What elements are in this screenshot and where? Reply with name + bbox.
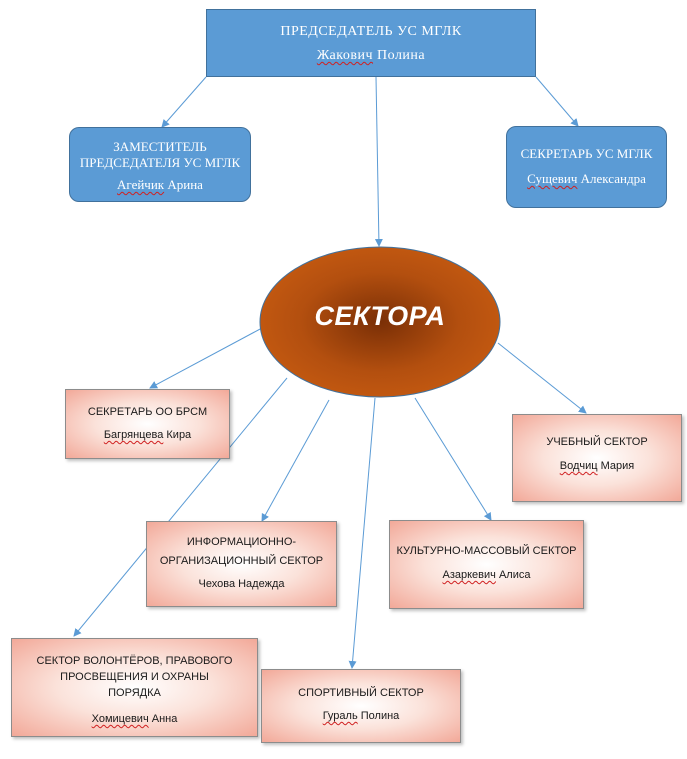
chairman-name: Жакович Полина	[207, 48, 535, 64]
sector-study-surname: Водчиц	[559, 460, 598, 472]
center-label-wrap: СЕКТОРА	[290, 296, 470, 336]
sector-brsm-name: Багрянцева Кира	[66, 429, 229, 441]
deputy-title-line1: ЗАМЕСТИТЕЛЬ	[113, 139, 207, 154]
sector-brsm-surname: Багрянцева	[103, 429, 164, 441]
sector-sport-firstname: Полина	[360, 710, 400, 722]
sector-culture-title: КУЛЬТУРНО-МАССОВЫЙ СЕКТОР	[396, 545, 577, 557]
arrow-center-volunteer	[73, 377, 288, 637]
chairman-firstname: Полина	[377, 48, 426, 63]
sector-culture-surname: Азаркевич	[442, 569, 496, 581]
sector-info-title-line2: ОРГАНИЗАЦИОННЫЙ СЕКТОР	[159, 555, 324, 567]
sector-culture-box: КУЛЬТУРНО-МАССОВЫЙ СЕКТОР Азаркевич Алис…	[389, 520, 584, 609]
arrow-chairman-center	[374, 76, 383, 247]
arrow-center-sport	[348, 397, 376, 669]
sector-volunteer-surname: Хомицевич	[91, 713, 149, 725]
sector-volunteer-title-line3: ПОРЯДКА	[108, 687, 161, 699]
sector-sport-name: Гураль Полина	[262, 710, 460, 722]
secretary-firstname: Александра	[580, 171, 646, 186]
arrow-center-brsm	[149, 327, 263, 389]
sector-study-firstname: Мария	[600, 460, 635, 472]
sector-volunteer-name: Хомицевич Анна	[12, 711, 257, 727]
center-label: СЕКТОРА	[314, 301, 446, 331]
deputy-surname: Агейчик	[117, 177, 165, 192]
chairman-box: ПРЕДСЕДАТЕЛЬ УС МГЛК Жакович Полина	[206, 9, 536, 77]
secretary-title: СЕКРЕТАРЬ УС МГЛК	[520, 146, 653, 161]
sector-info-box: ИНФОРМАЦИОННО- ОРГАНИЗАЦИОННЫЙ СЕКТОР Че…	[146, 521, 337, 607]
sector-info-name: Чехова Надежда	[198, 578, 285, 590]
sector-study-box: УЧЕБНЫЙ СЕКТОР Водчиц Мария	[512, 414, 682, 502]
arrow-center-study	[497, 342, 587, 414]
sector-volunteer-title-line1: СЕКТОР ВОЛОНТЁРОВ, ПРАВОВОГО	[36, 655, 233, 667]
sector-volunteer-firstname: Анна	[151, 713, 178, 725]
center-ellipse	[259, 246, 501, 398]
sector-brsm-box: СЕКРЕТАРЬ ОО БРСМ Багрянцева Кира	[65, 389, 230, 459]
sector-study-title: УЧЕБНЫЙ СЕКТОР	[546, 436, 648, 448]
secretary-surname: Сущевич	[527, 171, 578, 186]
sector-culture-firstname: Алиса	[498, 569, 531, 581]
deputy-firstname: Арина	[167, 177, 203, 192]
sector-info-title-line1: ИНФОРМАЦИОННО-	[186, 536, 297, 548]
arrow-chairman-secretary	[535, 76, 579, 127]
sector-sport-title: СПОРТИВНЫЙ СЕКТОР	[298, 687, 424, 699]
chairman-title: ПРЕДСЕДАТЕЛЬ УС МГЛК	[280, 24, 462, 39]
arrow-center-culture	[414, 397, 492, 521]
arrow-center-info	[261, 399, 330, 522]
secretary-name: Сущевич Александра	[507, 171, 666, 187]
sector-sport-box: СПОРТИВНЫЙ СЕКТОР Гураль Полина	[261, 669, 461, 743]
sector-culture-name: Азаркевич Алиса	[390, 569, 583, 581]
arrow-chairman-deputy	[161, 76, 207, 128]
sector-study-name: Водчиц Мария	[513, 460, 681, 472]
sector-volunteer-title-line2: ПРОСВЕЩЕНИЯ И ОХРАНЫ	[60, 671, 209, 683]
secretary-box: СЕКРЕТАРЬ УС МГЛК Сущевич Александра	[506, 126, 667, 208]
chairman-surname: Жакович	[316, 48, 374, 63]
deputy-title-line2: ПРЕДСЕДАТЕЛЯ УС МГЛК	[79, 155, 241, 170]
sector-sport-surname: Гураль	[322, 710, 358, 722]
sector-brsm-title: СЕКРЕТАРЬ ОО БРСМ	[87, 406, 208, 418]
deputy-box: ЗАМЕСТИТЕЛЬ ПРЕДСЕДАТЕЛЯ УС МГЛК Агейчик…	[69, 127, 251, 202]
deputy-name: Агейчик Арина	[70, 177, 250, 193]
sector-volunteer-box: СЕКТОР ВОЛОНТЁРОВ, ПРАВОВОГО ПРОСВЕЩЕНИЯ…	[11, 638, 258, 737]
sector-brsm-firstname: Кира	[166, 429, 192, 441]
